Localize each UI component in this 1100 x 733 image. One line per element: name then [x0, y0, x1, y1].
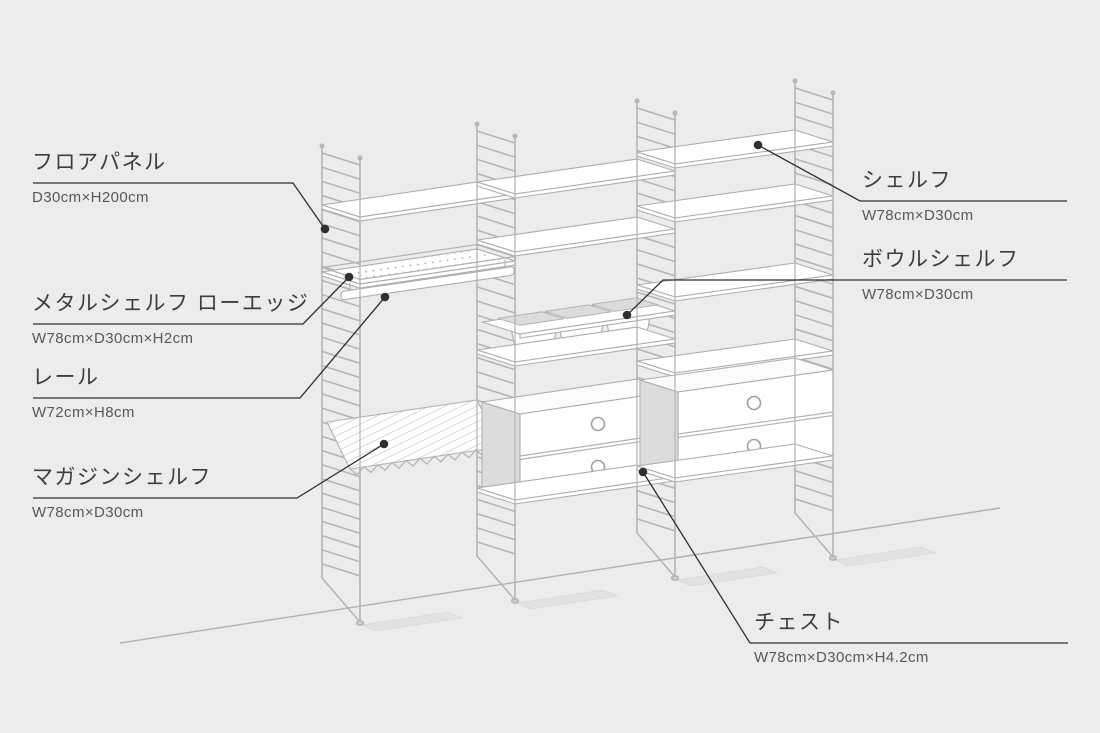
floor-panel-4: [792, 78, 838, 561]
leader-dot: [753, 140, 763, 150]
shelf-bay3-second: [636, 183, 834, 223]
leader-dot: [379, 439, 389, 449]
drawer-knob: [590, 416, 606, 432]
hanging-rail: [340, 259, 515, 301]
leader-magazine-shelf: [33, 443, 385, 499]
panel-rails-overlay: [321, 80, 834, 622]
leader-lines: [33, 140, 1068, 644]
leader-rail: [33, 296, 386, 399]
shelf-bay2-second: [476, 216, 676, 257]
leader-dot: [622, 310, 632, 320]
magazine-shelf: [326, 399, 505, 476]
leader-metal-shelf: [33, 276, 350, 325]
leader-dot: [344, 272, 354, 282]
floor-line: [119, 507, 1001, 644]
leader-shelf: [757, 144, 1067, 202]
leader-chest: [642, 471, 1068, 644]
drawer-knob: [746, 395, 762, 411]
shelf-bay3-third: [636, 262, 834, 302]
shelf-bay2-top: [476, 158, 676, 199]
feet-shadows: [360, 546, 937, 632]
leader-floor-panel: [33, 182, 326, 230]
leader-dot: [380, 292, 390, 302]
leader-dot: [320, 224, 330, 234]
leader-dot: [638, 467, 648, 477]
leader-bowl-shelf: [626, 279, 1067, 316]
